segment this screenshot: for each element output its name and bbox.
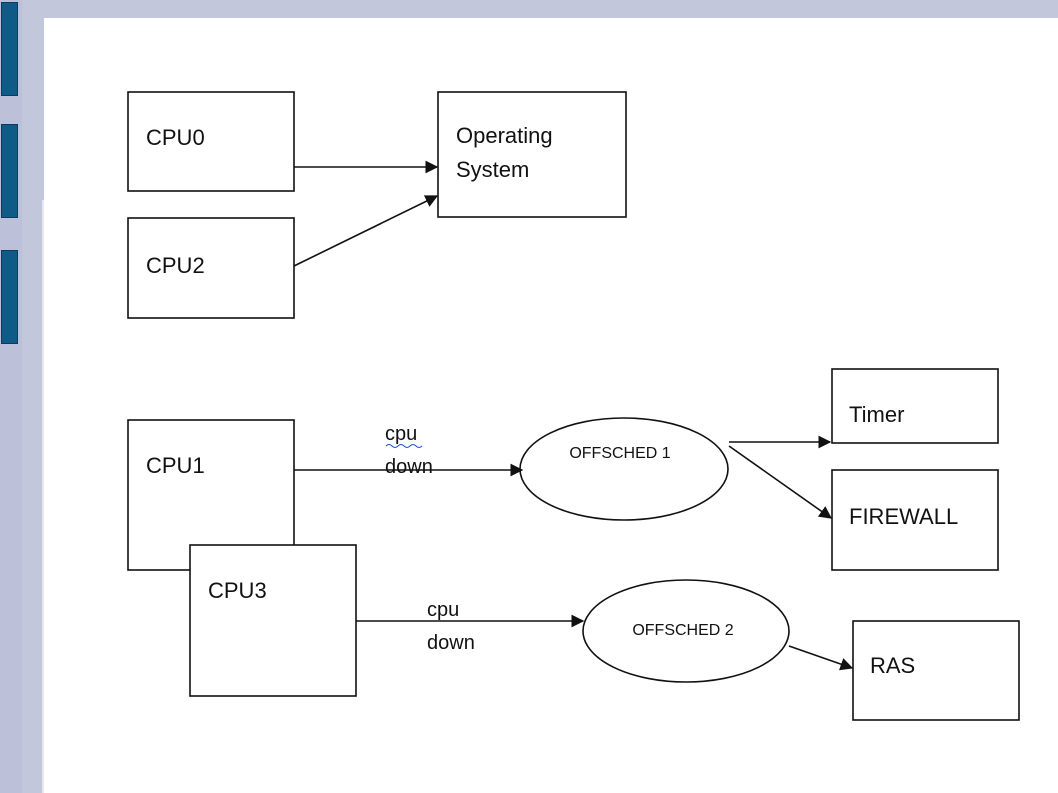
- edge-offsched2-to-ras: [788, 645, 854, 671]
- cpu3-node: CPU3: [189, 544, 357, 697]
- offsched1-node: OFFSCHED 1: [519, 417, 729, 521]
- os-label-line2: System: [456, 157, 529, 182]
- cpu0-node: CPU0: [127, 91, 295, 192]
- offsched2-label: OFFSCHED 2: [632, 622, 733, 639]
- edge-offsched1-to-firewall: [728, 445, 833, 519]
- cpu1-label: CPU1: [146, 453, 205, 478]
- side-tab-1[interactable]: [1, 2, 18, 96]
- timer-label: Timer: [849, 402, 904, 427]
- cpu2-label: CPU2: [146, 253, 205, 278]
- firewall-label: FIREWALL: [849, 504, 958, 529]
- os-label-line1: Operating: [456, 123, 553, 148]
- ras-node: RAS: [852, 620, 1020, 721]
- timer-node: Timer: [831, 368, 999, 444]
- ras-label: RAS: [870, 653, 915, 678]
- cpu2-node: CPU2: [127, 217, 295, 319]
- offsched1-label: OFFSCHED 1: [569, 445, 670, 462]
- side-tab-2[interactable]: [1, 124, 18, 218]
- spellcheck-underline-icon: [385, 444, 423, 448]
- edge-cpu3-label-line1: cpu: [427, 599, 459, 621]
- edge-cpu3-label-line2: down: [427, 632, 475, 654]
- offsched2-node: OFFSCHED 2: [582, 579, 790, 683]
- firewall-node: FIREWALL: [831, 469, 999, 571]
- side-tab-3[interactable]: [1, 250, 18, 344]
- cpu3-label: CPU3: [208, 578, 267, 603]
- edge-cpu1-label-line1: cpu: [385, 423, 417, 445]
- edge-cpu1-label-line2: down: [385, 456, 433, 478]
- edge-cpu2-to-os: [293, 195, 439, 267]
- operating-system-node: Operating System: [437, 91, 627, 218]
- cpu0-label: CPU0: [146, 125, 205, 150]
